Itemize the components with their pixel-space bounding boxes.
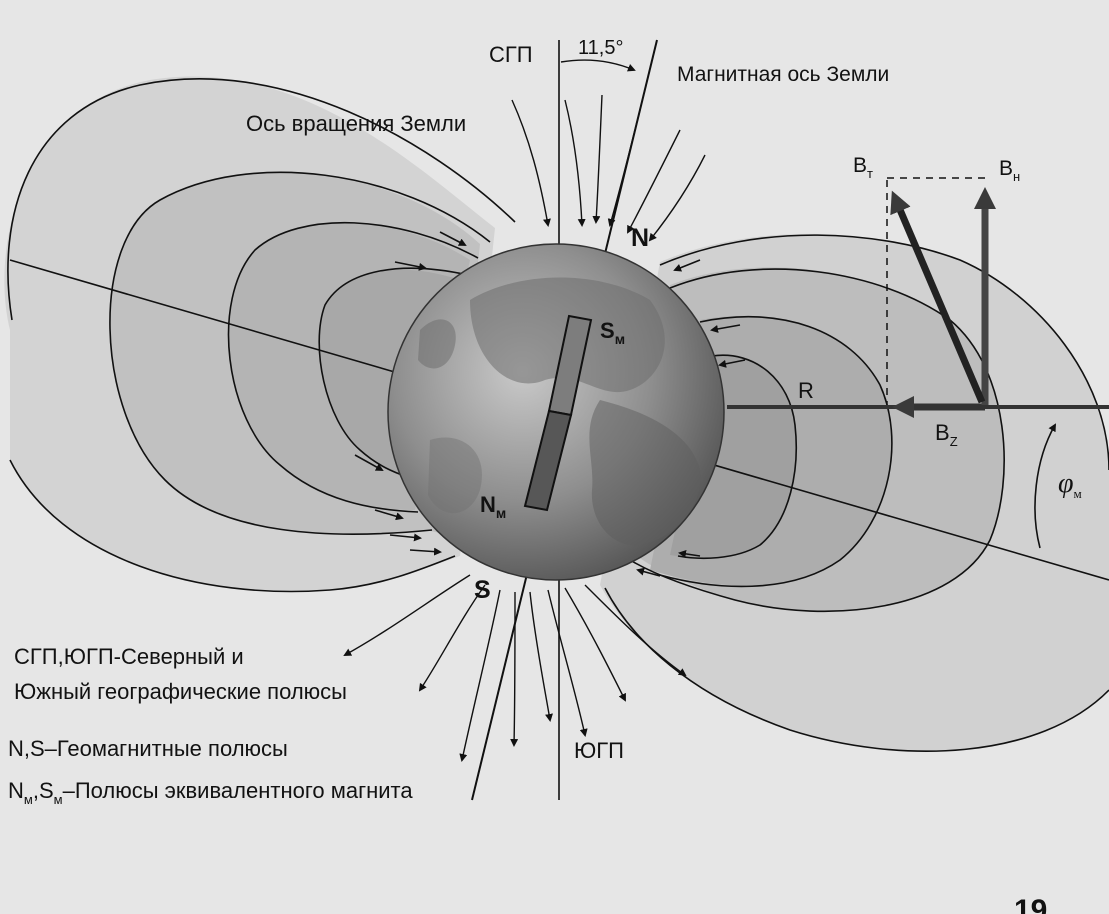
vertical-field-label: BZ bbox=[935, 420, 958, 449]
rotation-axis-label: Ось вращения Земли bbox=[246, 111, 467, 136]
magnetic-latitude-label: φм bbox=[1058, 468, 1082, 501]
radius-label: R bbox=[798, 378, 814, 403]
geomagnetic-north-label: N bbox=[631, 224, 650, 252]
bar-magnet bbox=[523, 314, 593, 512]
horizontal-field-label: Bн bbox=[999, 157, 1021, 184]
page-number: 19 bbox=[1014, 894, 1048, 914]
magnet-south-pole-label: Sм bbox=[600, 318, 626, 347]
legend-equivalent-magnet-poles: Nм,Sм–Полюсы эквивалентного магнита bbox=[8, 778, 413, 807]
south-geographic-pole-label: ЮГП bbox=[574, 738, 624, 763]
magnet-north-pole-label: Nм bbox=[480, 492, 507, 521]
north-geographic-pole-label: СГП bbox=[489, 42, 533, 67]
legend-geographic-poles-line2: Южный географические полюсы bbox=[14, 679, 347, 704]
tilt-angle-arc bbox=[560, 59, 636, 72]
tilt-angle-label: 11,5° bbox=[578, 37, 624, 59]
north-converging-lines bbox=[511, 94, 706, 242]
legend-geographic-poles-line1: СГП,ЮГП-Северный и bbox=[14, 644, 244, 669]
legend-geomagnetic-poles: N,S–Геомагнитные полюсы bbox=[8, 736, 288, 761]
field-lobes-left bbox=[4, 76, 495, 592]
lobe-arrows bbox=[354, 231, 746, 577]
total-field-label: Bт bbox=[853, 154, 873, 181]
south-diverging-lines bbox=[343, 574, 687, 762]
latitude-angle-arc bbox=[1034, 423, 1056, 549]
geomagnetic-south-label: S bbox=[474, 576, 491, 604]
magnetic-axis-label: Магнитная ось Земли bbox=[677, 63, 890, 86]
bt-vector bbox=[890, 190, 986, 404]
